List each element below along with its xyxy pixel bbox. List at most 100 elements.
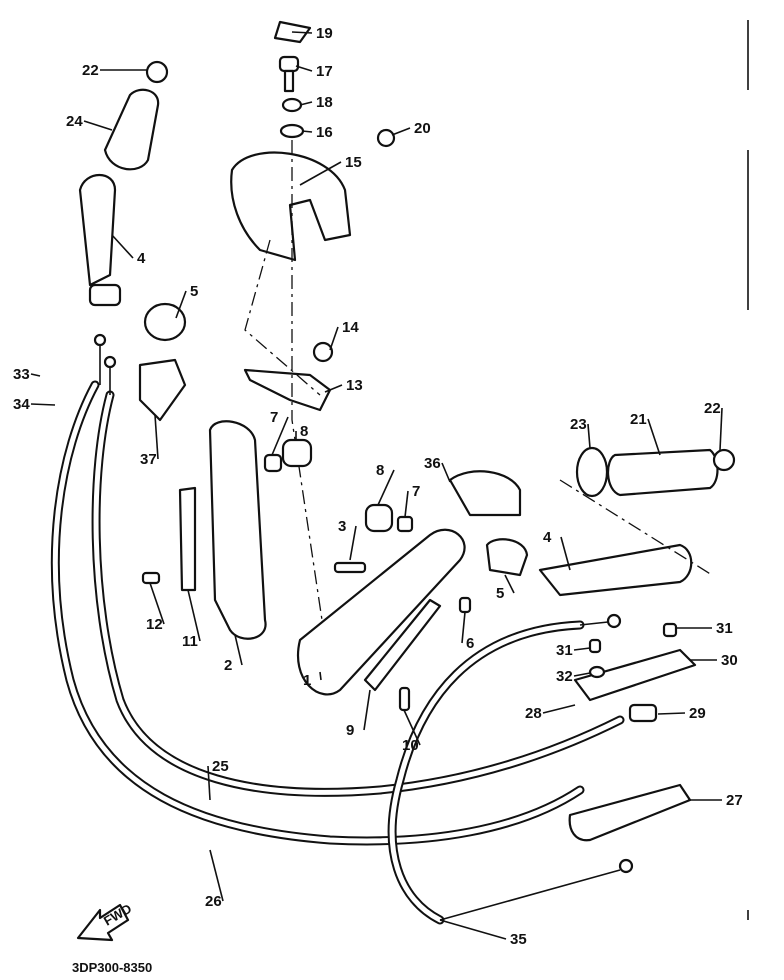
grip-21 bbox=[607, 448, 719, 497]
leader-line bbox=[441, 462, 451, 483]
cable-wire bbox=[579, 621, 609, 626]
fwd-arrow-icon bbox=[76, 903, 130, 942]
leader-line bbox=[234, 634, 243, 666]
plate-30 bbox=[573, 648, 697, 702]
collar-7-left bbox=[263, 453, 283, 473]
callout-15: 15 bbox=[345, 154, 362, 171]
callout-36: 36 bbox=[424, 455, 441, 472]
leader-line bbox=[207, 765, 211, 801]
leader-line bbox=[573, 647, 591, 651]
callout-24: 24 bbox=[66, 113, 83, 130]
grip-end-22-left bbox=[145, 60, 169, 84]
leader-line bbox=[301, 130, 313, 133]
lever-37 bbox=[138, 358, 187, 422]
callout-16: 16 bbox=[316, 124, 333, 141]
holder-1 bbox=[297, 528, 466, 696]
leader-line bbox=[299, 161, 342, 186]
leader-line bbox=[542, 704, 576, 714]
screw-31-left bbox=[588, 638, 602, 654]
leader-line bbox=[403, 709, 421, 746]
callout-29: 29 bbox=[689, 705, 706, 722]
assembly-line bbox=[291, 140, 326, 641]
assembly-line bbox=[559, 479, 713, 576]
leader-line bbox=[291, 31, 313, 34]
leader-line bbox=[149, 582, 165, 625]
damper-8-right bbox=[364, 503, 394, 533]
bracket-13 bbox=[243, 368, 332, 412]
assembly-line bbox=[244, 239, 321, 396]
callout-5: 5 bbox=[496, 585, 504, 602]
callout-31: 31 bbox=[716, 620, 733, 637]
cable-25-inner bbox=[93, 392, 623, 795]
callout-3: 3 bbox=[338, 518, 346, 535]
callout-22: 22 bbox=[704, 400, 721, 417]
plate-9 bbox=[363, 598, 442, 692]
grip-24 bbox=[103, 88, 160, 171]
left-grip-assembly bbox=[78, 60, 169, 307]
bolt-10 bbox=[398, 686, 411, 712]
callout-13: 13 bbox=[346, 377, 363, 394]
callout-22: 22 bbox=[82, 62, 99, 79]
leader-line bbox=[647, 418, 661, 456]
callout-1: 1 bbox=[303, 672, 311, 689]
callout-14: 14 bbox=[342, 319, 359, 336]
callout-11: 11 bbox=[182, 633, 198, 650]
callout-23: 23 bbox=[570, 416, 587, 433]
leader-line bbox=[209, 849, 224, 902]
leader-line bbox=[461, 611, 466, 644]
leader-line bbox=[439, 919, 507, 940]
callout-20: 20 bbox=[414, 120, 431, 137]
callout-32: 32 bbox=[556, 668, 573, 685]
bolt-17-shaft bbox=[283, 69, 295, 93]
callout-7: 7 bbox=[270, 409, 278, 426]
cable-end bbox=[93, 333, 107, 347]
callout-31: 31 bbox=[556, 642, 573, 659]
screw-31-right bbox=[662, 622, 678, 638]
callout-4: 4 bbox=[137, 250, 146, 267]
grip-collar bbox=[88, 283, 122, 307]
cable-wires bbox=[99, 340, 111, 395]
throttle-grip-4-left bbox=[78, 174, 117, 287]
callout-19: 19 bbox=[316, 25, 333, 42]
cable-35-inner bbox=[389, 622, 583, 923]
part-29 bbox=[628, 703, 658, 723]
leader-lines bbox=[30, 31, 723, 940]
leader-line bbox=[504, 574, 515, 594]
fwd-arrow: FWD bbox=[76, 901, 134, 942]
callout-28: 28 bbox=[525, 705, 542, 722]
plate-11 bbox=[178, 486, 197, 592]
callout-37: 37 bbox=[140, 451, 157, 468]
washer-23 bbox=[575, 446, 609, 498]
leader-line bbox=[154, 414, 159, 460]
cable-26 bbox=[50, 380, 585, 846]
callout-4: 4 bbox=[543, 529, 552, 546]
leader-line bbox=[349, 525, 357, 561]
screw-6 bbox=[458, 596, 472, 614]
damper-8-left bbox=[281, 438, 313, 468]
screw-12 bbox=[141, 571, 161, 585]
switch-assembly bbox=[568, 622, 697, 842]
housing-27 bbox=[568, 783, 692, 842]
cable-end bbox=[606, 613, 622, 629]
leader-line bbox=[587, 423, 591, 449]
leader-line bbox=[83, 120, 113, 131]
cap-20 bbox=[376, 128, 396, 148]
leader-line bbox=[187, 589, 201, 642]
callout-5: 5 bbox=[190, 283, 198, 300]
leader-line bbox=[111, 234, 134, 259]
cables bbox=[50, 333, 634, 925]
leader-line bbox=[719, 407, 723, 451]
callout-2: 2 bbox=[224, 657, 232, 674]
callout-7: 7 bbox=[412, 483, 420, 500]
callout-18: 18 bbox=[316, 94, 333, 111]
callout-10: 10 bbox=[402, 737, 419, 754]
leader-line bbox=[175, 290, 187, 319]
bolt-3 bbox=[333, 561, 367, 574]
leader-line bbox=[324, 384, 343, 393]
throttle-grip-4-right bbox=[538, 543, 693, 597]
callout-26: 26 bbox=[205, 893, 222, 910]
leader-line bbox=[329, 326, 339, 351]
leader-line bbox=[295, 65, 313, 72]
